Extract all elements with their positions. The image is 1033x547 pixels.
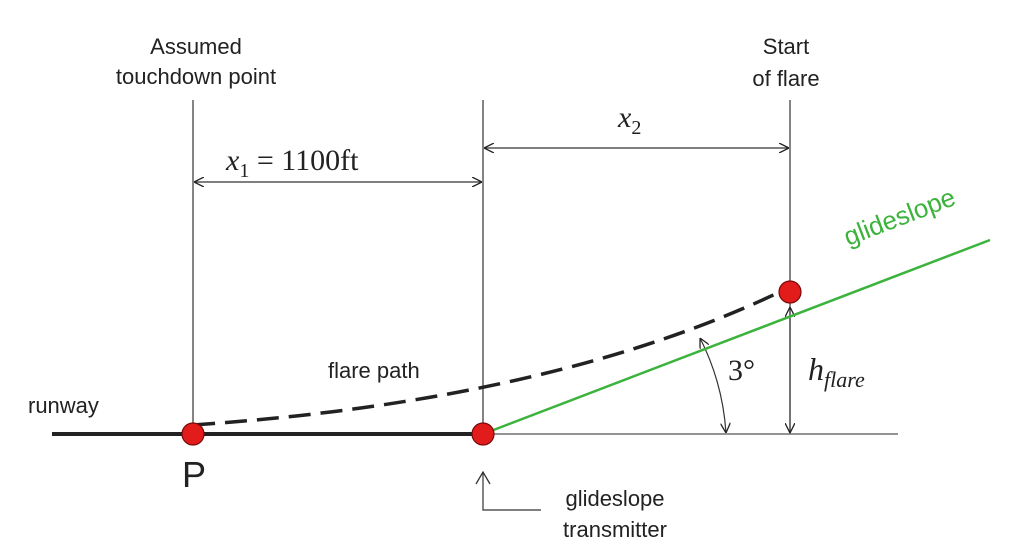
touchdown-label-line2: touchdown point bbox=[116, 64, 276, 89]
x2-label: x2 bbox=[617, 101, 641, 139]
touchdown-label-line1: Assumed bbox=[150, 34, 242, 59]
flare-start-label-line1: Start bbox=[763, 34, 809, 59]
transmitter-label-line1: glideslope bbox=[565, 486, 664, 511]
transmitter-point bbox=[471, 422, 495, 446]
glideslope-line bbox=[482, 238, 991, 436]
transmitter-pointer-head bbox=[475, 470, 491, 485]
angle-arc bbox=[700, 338, 726, 433]
flare-path-curve bbox=[192, 285, 791, 427]
transmitter-label-line2: transmitter bbox=[563, 517, 667, 542]
transmitter-pointer-arrow bbox=[482, 472, 541, 511]
point-p-label: P bbox=[182, 454, 206, 495]
runway-label: runway bbox=[28, 393, 99, 418]
touchdown-point bbox=[181, 422, 205, 446]
flare-start-point bbox=[778, 280, 802, 304]
h-flare-label: hflare bbox=[808, 351, 865, 392]
flare-start-label-line2: of flare bbox=[752, 66, 819, 91]
flare-path-label: flare path bbox=[328, 358, 420, 383]
angle-label: 3° bbox=[728, 354, 755, 387]
x1-label: x1 = 1100ft bbox=[225, 144, 359, 182]
glideslope-label: glideslope bbox=[839, 182, 959, 252]
